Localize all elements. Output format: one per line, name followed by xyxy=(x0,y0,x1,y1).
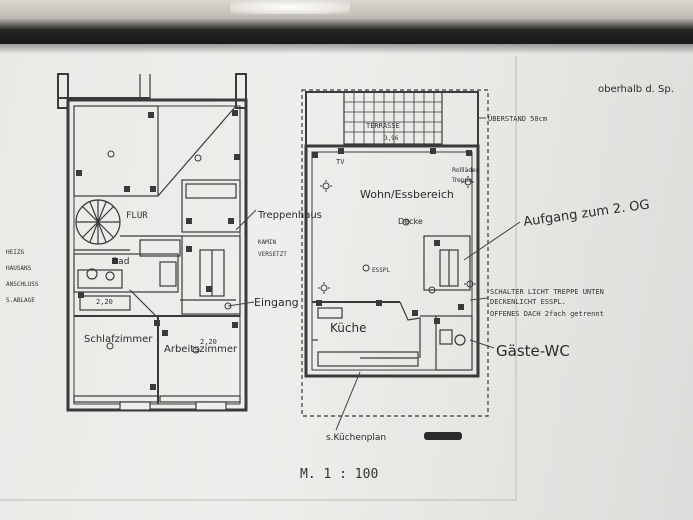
upper-stair-block xyxy=(423,235,471,291)
label-dim-b: 2,20 xyxy=(96,298,113,306)
paper-shadow xyxy=(0,44,693,54)
label-kueche: Küche xyxy=(330,321,366,335)
kitchen-counter xyxy=(317,351,419,367)
left-notes: HEIZG HAUSANS ANSCHLUSS S.ABLAGE xyxy=(6,249,39,304)
paper-sheet xyxy=(0,44,693,520)
label-kuechenplan: s.Küchenplan xyxy=(326,433,386,443)
guest-wc xyxy=(435,315,473,371)
background-band xyxy=(0,0,693,48)
label-schalter-3: OFFENES DACH 2fach getrennt xyxy=(490,310,604,318)
label-essplatz: ESSPL xyxy=(372,267,390,274)
left-storage xyxy=(181,179,241,233)
label-bad: Bad xyxy=(112,257,129,267)
label-schalter-2: DECKENLICHT ESSPL. xyxy=(490,298,566,306)
ceiling-spots xyxy=(318,176,476,294)
left-top-pillar-b xyxy=(235,73,247,109)
label-eingang: Eingang xyxy=(254,296,299,309)
label-terrasse: TERRASSE xyxy=(366,122,400,130)
label-rollos: Rollläden xyxy=(452,167,480,174)
label-schlafzimmer: Schlafzimmer xyxy=(84,334,153,345)
diagonal-line xyxy=(157,105,237,197)
label-scale: M. 1 : 100 xyxy=(300,467,378,482)
electrical-markers xyxy=(76,110,472,390)
left-top-room xyxy=(73,105,159,197)
label-decke: Decke xyxy=(398,217,423,226)
label-versetzt: VERSETZT xyxy=(258,251,287,258)
label-arbeitszimmer: Arbeitszimmer xyxy=(164,344,238,355)
label-gaeste-wc: Gäste-WC xyxy=(496,342,570,360)
label-top-right: oberhalb d. Sp. xyxy=(598,84,674,95)
label-tv-upper: TV xyxy=(336,158,345,166)
label-kamin: KAMIN xyxy=(258,239,276,246)
left-outer-wall xyxy=(66,98,248,412)
right-floor-plan xyxy=(301,89,489,417)
label-flur: FLUR xyxy=(126,211,148,221)
label-treppe: Treppe xyxy=(451,177,472,184)
label-treppenhaus: Treppenhaus xyxy=(257,210,322,221)
left-floor-plan xyxy=(57,73,248,412)
label-dim-a: 2,20 xyxy=(200,338,217,346)
label-wohnbereich: Wohn/Essbereich xyxy=(360,188,454,201)
stair-room xyxy=(181,235,241,315)
label-terrasse-dim: 3,96 xyxy=(384,135,399,142)
label-schalter-1: SCHALTER LICHT TREPPE UNTEN xyxy=(490,288,604,296)
light-glare xyxy=(230,0,350,14)
left-note-4: S.ABLAGE xyxy=(6,297,35,304)
light-symbols xyxy=(106,150,436,354)
roof-overhang xyxy=(301,89,489,417)
left-note-3: ANSCHLUSS xyxy=(6,281,39,288)
left-note-2: HAUSANS xyxy=(6,265,32,272)
terrace-grid xyxy=(343,91,443,145)
left-note-1: HEIZG xyxy=(6,249,24,256)
bathroom xyxy=(73,253,179,293)
left-top-pillar-a xyxy=(57,73,69,109)
label-aufgang: Aufgang zum 2. OG xyxy=(522,197,650,230)
redacted-mark xyxy=(424,432,462,440)
label-ueberstand: ÜBERSTAND 50cm xyxy=(488,114,547,123)
